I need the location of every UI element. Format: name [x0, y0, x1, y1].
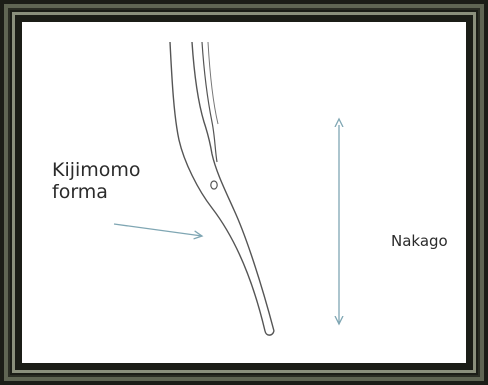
kijimomo-label-line1: Kijimomo: [52, 159, 141, 181]
tang-outline-edge: [191, 41, 275, 332]
tang-outline-back: [169, 41, 266, 332]
tang-tip: [264, 330, 275, 336]
nakago-label: Nakago: [391, 232, 448, 250]
kijimomo-pointer-arrow: [113, 223, 202, 236]
mekugi-hole-icon: [210, 180, 218, 190]
sword-tang-drawing: [113, 41, 466, 336]
frame-inner-border: [12, 12, 476, 373]
frame-outer-border: [4, 4, 484, 381]
kijimomo-label-line2: forma: [52, 181, 108, 203]
diagram-canvas: Kijimomo forma Nakago: [22, 22, 466, 363]
kijimomo-label: Kijimomo forma: [52, 159, 141, 203]
tang-shinogi-line: [201, 41, 218, 163]
tang-inner-line: [207, 41, 219, 125]
